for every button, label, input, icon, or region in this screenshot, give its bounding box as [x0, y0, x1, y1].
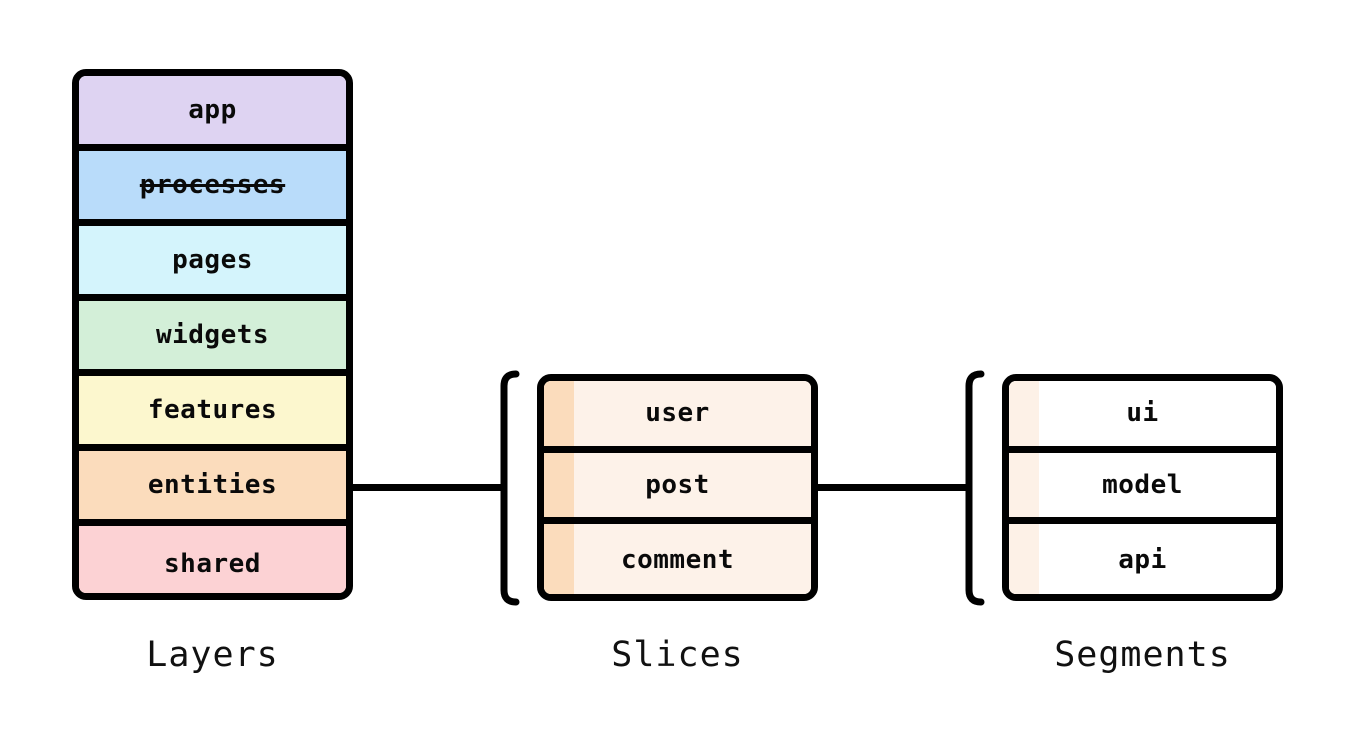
segment-row-api[interactable]: api	[1009, 524, 1276, 594]
segments-column: ui model api	[1002, 374, 1283, 601]
caption-layers: Layers	[146, 635, 279, 675]
connector-post-to-segments	[818, 484, 968, 491]
slice-row-post[interactable]: post	[544, 452, 811, 524]
layer-label: widgets	[155, 320, 270, 350]
segments-bracket-icon	[965, 370, 985, 606]
layer-row-entities[interactable]: entities	[79, 451, 346, 526]
caption-segments: Segments	[1054, 635, 1231, 675]
slice-row-comment[interactable]: comment	[544, 524, 811, 594]
layer-label: features	[147, 395, 278, 425]
layer-row-widgets[interactable]: widgets	[79, 301, 346, 376]
layers-column: app processes pages widgets features ent…	[72, 69, 353, 600]
slice-accent-stripe	[544, 381, 574, 446]
layer-label: entities	[147, 470, 278, 500]
slice-label: post	[645, 469, 710, 500]
slice-label: comment	[620, 544, 735, 575]
segment-accent-stripe	[1009, 452, 1039, 517]
slices-column: user post comment	[537, 374, 818, 601]
segment-accent-stripe	[1009, 524, 1039, 594]
layer-row-app[interactable]: app	[79, 76, 346, 151]
layer-label: app	[188, 95, 237, 125]
connector-entities-to-slices	[353, 484, 503, 491]
segment-label: ui	[1126, 398, 1159, 429]
segment-row-ui[interactable]: ui	[1009, 381, 1276, 453]
caption-slices: Slices	[611, 635, 744, 675]
segment-accent-stripe	[1009, 381, 1039, 446]
layer-row-pages[interactable]: pages	[79, 226, 346, 301]
slice-accent-stripe	[544, 524, 574, 594]
slices-bracket-icon	[500, 370, 520, 606]
segment-row-model[interactable]: model	[1009, 452, 1276, 524]
slice-accent-stripe	[544, 452, 574, 517]
segment-label: api	[1118, 544, 1167, 575]
layer-row-processes[interactable]: processes	[79, 151, 346, 226]
slice-label: user	[645, 398, 710, 429]
layer-row-shared[interactable]: shared	[79, 526, 346, 593]
layer-label-deprecated: processes	[139, 170, 286, 200]
layer-row-features[interactable]: features	[79, 376, 346, 451]
slice-row-user[interactable]: user	[544, 381, 811, 453]
layer-label: pages	[172, 245, 253, 275]
segment-label: model	[1102, 469, 1183, 500]
layer-label: shared	[164, 548, 261, 579]
